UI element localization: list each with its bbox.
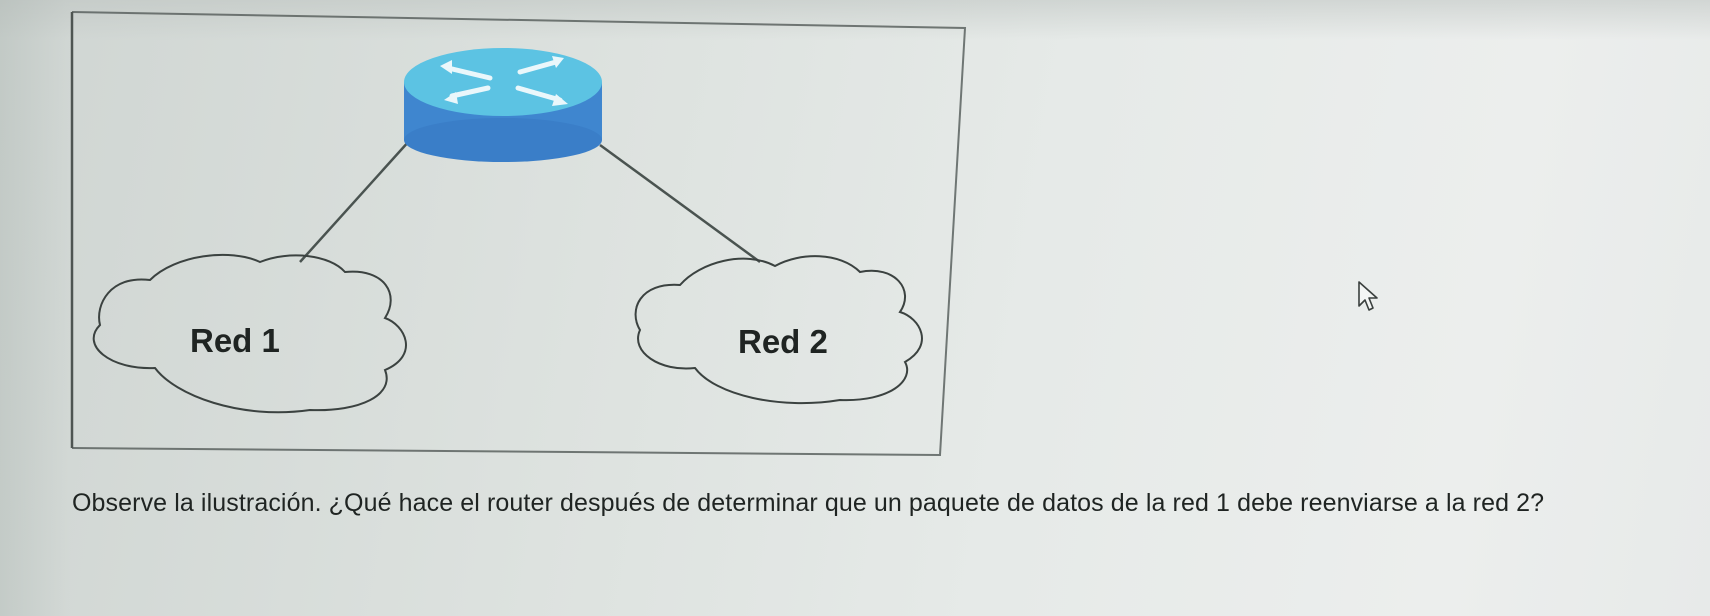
link-router-red1: [299, 139, 411, 263]
link-router-red2: [599, 143, 761, 264]
mouse-pointer-icon: [1358, 281, 1378, 311]
cloud-red-2: Red 2: [634, 255, 923, 405]
question-text: Observe la ilustración. ¿Qué hace el rou…: [72, 489, 1545, 517]
label-red-1: Red 1: [190, 322, 280, 359]
diagram-frame: [71, 11, 967, 457]
router-icon: [404, 48, 602, 162]
cloud-red-1: Red 1: [92, 253, 407, 414]
label-red-2: Red 2: [738, 323, 828, 360]
